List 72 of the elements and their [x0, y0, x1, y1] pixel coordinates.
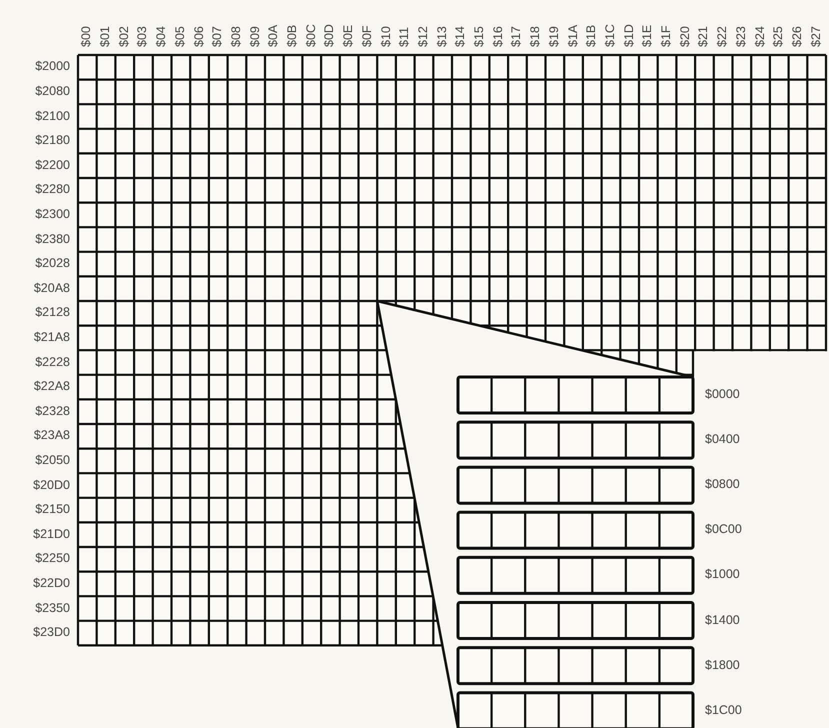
row-address-label: $2128 [35, 306, 70, 319]
column-offset-label: $27 [810, 25, 822, 47]
column-offset-label: $1B [585, 24, 598, 47]
column-offset-label: $0C [304, 23, 318, 47]
column-offset-label: $07 [211, 25, 224, 47]
column-offset-label: $0A [267, 24, 280, 47]
column-offset-label: $08 [230, 25, 242, 47]
byte-address-label: $1400 [705, 614, 740, 626]
row-address-label: $21D0 [33, 528, 70, 540]
column-offset-label: $20 [678, 25, 692, 47]
byte-address-label: $1800 [705, 658, 740, 672]
row-address-label: $20D0 [33, 478, 70, 491]
row-address-label: $2080 [35, 84, 70, 98]
row-address-label: $2328 [35, 404, 70, 418]
column-offset-label: $25 [772, 25, 785, 47]
column-offset-label: $1F [660, 24, 673, 47]
column-offset-label: $18 [529, 25, 542, 47]
row-address-label: $2150 [35, 503, 70, 516]
row-address-label: $21A8 [34, 330, 70, 344]
column-offset-label: $19 [548, 25, 560, 47]
column-offset-label: $02 [118, 25, 130, 47]
row-address-label: $20A8 [34, 282, 70, 294]
column-offset-label: $09 [248, 25, 262, 47]
column-offset-label: $23 [734, 25, 748, 47]
byte-address-label: $1C00 [705, 704, 742, 716]
row-address-label: $2200 [35, 158, 70, 172]
row-address-label: $23D0 [33, 626, 70, 639]
column-offset-label: $12 [416, 25, 430, 47]
column-offset-label: $13 [436, 25, 448, 47]
row-address-label: $2350 [35, 602, 70, 614]
row-address-label: $2180 [35, 134, 70, 147]
row-address-label: $23A8 [34, 429, 70, 442]
row-address-label: $2100 [35, 110, 70, 122]
column-offset-label: $1A [566, 24, 580, 47]
column-offset-label: $0F [360, 24, 374, 47]
byte-address-label: $0800 [705, 478, 740, 491]
column-offset-label: $11 [398, 26, 411, 47]
column-offset-label: $22 [716, 25, 729, 47]
column-offset-label: $0E [342, 24, 355, 47]
column-offset-label: $10 [380, 25, 392, 47]
column-offset-label: $05 [174, 25, 186, 47]
row-address-label: $2028 [35, 257, 70, 270]
column-offset-label: $24 [754, 25, 766, 47]
byte-address-label: $0400 [705, 433, 740, 446]
row-address-label: $2050 [35, 454, 70, 466]
column-offset-label: $03 [136, 25, 149, 47]
column-offset-label: $1C [604, 23, 616, 47]
row-address-label: $2250 [35, 552, 70, 565]
row-address-label: $2300 [35, 208, 70, 220]
row-address-label: $22D0 [33, 576, 70, 590]
byte-address-label: $0C00 [705, 523, 742, 536]
column-offset-label: $0B [286, 24, 299, 47]
row-address-label: $2000 [35, 60, 70, 73]
column-offset-label: $16 [492, 25, 504, 47]
byte-address-label: $1000 [705, 568, 740, 581]
column-offset-label: $26 [790, 25, 804, 47]
row-address-label: $2380 [35, 232, 70, 245]
column-offset-label: $04 [155, 25, 168, 47]
column-offset-label: $17 [510, 25, 523, 47]
column-offset-label: $0D [323, 23, 336, 47]
column-offset-label: $01 [99, 25, 112, 47]
column-offset-label: $21 [697, 25, 710, 47]
column-offset-label: $15 [473, 25, 486, 47]
byte-address-label: $0000 [705, 388, 740, 400]
row-address-label: $2280 [35, 183, 70, 196]
column-offset-label: $1E [641, 24, 654, 47]
column-offset-label: $14 [454, 25, 467, 47]
column-offset-label: $00 [80, 25, 93, 47]
column-offset-label: $06 [192, 25, 206, 47]
row-address-label: $2228 [35, 356, 70, 368]
row-address-label: $22A8 [34, 380, 70, 393]
column-offset-label: $1D [622, 23, 636, 47]
